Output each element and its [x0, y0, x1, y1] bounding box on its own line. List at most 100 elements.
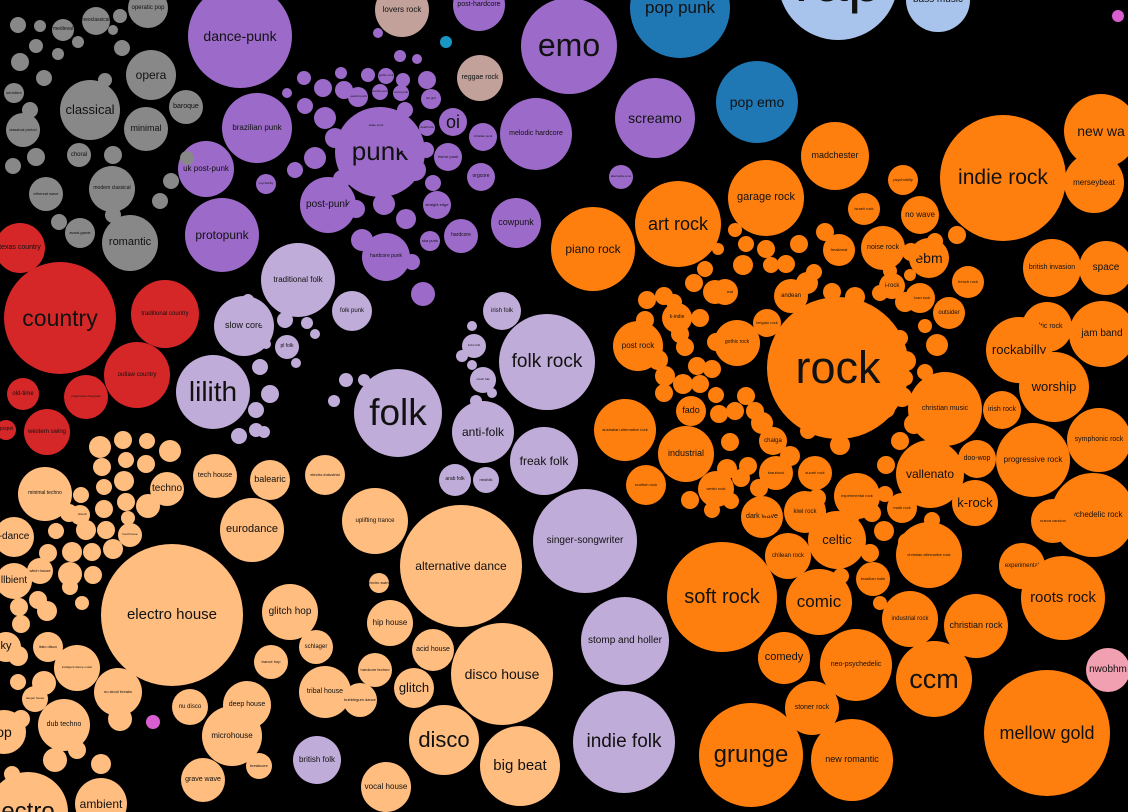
- genre-bubble-small[interactable]: [72, 36, 84, 48]
- genre-bubble-small[interactable]: [242, 294, 254, 306]
- genre-bubble-indie-folk[interactable]: indie folk: [573, 691, 675, 793]
- genre-bubble-rap[interactable]: rap: [778, 0, 898, 40]
- genre-bubble-small[interactable]: [114, 431, 132, 449]
- genre-bubble-small[interactable]: [712, 243, 724, 255]
- genre-bubble-small[interactable]: [412, 54, 422, 64]
- genre-bubble-small[interactable]: [750, 479, 768, 497]
- genre-bubble-small[interactable]: [816, 223, 834, 241]
- genre-bubble-small[interactable]: [73, 487, 89, 503]
- genre-bubble-small[interactable]: [62, 542, 82, 562]
- genre-bubble-scottish-rock[interactable]: scottish rock: [626, 465, 666, 505]
- genre-bubble-small[interactable]: [904, 414, 924, 434]
- genre-bubble-hip-house[interactable]: hip house: [367, 600, 413, 646]
- genre-bubble-small[interactable]: [113, 9, 127, 23]
- genre-bubble-disco[interactable]: disco: [409, 705, 479, 775]
- genre-bubble-small[interactable]: [723, 493, 739, 509]
- genre-bubble-lilith[interactable]: lilith: [176, 355, 250, 429]
- genre-bubble-small[interactable]: [863, 504, 881, 522]
- genre-bubble-suomi-rock[interactable]: suomi rock: [798, 456, 832, 490]
- genre-bubble-small[interactable]: [895, 292, 915, 312]
- genre-bubble-small[interactable]: [27, 148, 45, 166]
- genre-bubble-small[interactable]: [287, 162, 303, 178]
- genre-bubble-indie-rock[interactable]: indie rock: [940, 115, 1066, 241]
- genre-bubble-alternative-dance[interactable]: alternative dance: [400, 505, 522, 627]
- genre-bubble-tribal-house[interactable]: tribal house: [299, 666, 351, 718]
- genre-bubble-small[interactable]: [896, 351, 916, 371]
- genre-bubble-small[interactable]: [780, 446, 800, 466]
- genre-bubble-pop-emo[interactable]: pop emo: [716, 61, 798, 143]
- genre-bubble-k-rock[interactable]: k-rock: [952, 480, 998, 526]
- genre-bubble-small[interactable]: [738, 236, 754, 252]
- genre-bubble-deathrock[interactable]: deathrock: [419, 120, 435, 136]
- genre-bubble-progressive-bluegrass[interactable]: progressive bluegrass: [64, 375, 108, 419]
- genre-bubble-small[interactable]: [105, 207, 121, 223]
- genre-bubble-operatic-pop[interactable]: operatic pop: [128, 0, 168, 28]
- genre-bubble-disco-house[interactable]: disco house: [451, 623, 553, 725]
- genre-bubble-small[interactable]: [146, 715, 160, 729]
- genre-bubble-small[interactable]: [34, 20, 46, 32]
- genre-bubble-nu-disco[interactable]: nu disco: [172, 689, 208, 725]
- genre-bubble-small[interactable]: [710, 405, 728, 423]
- genre-bubble-singer-songwriter[interactable]: singer-songwriter: [533, 489, 637, 593]
- genre-bubble-small[interactable]: [671, 325, 689, 343]
- genre-bubble-small[interactable]: [282, 88, 292, 98]
- genre-bubble-small[interactable]: [301, 317, 313, 329]
- genre-bubble-small[interactable]: [808, 489, 826, 507]
- genre-bubble-small[interactable]: [760, 502, 774, 516]
- genre-bubble-small[interactable]: [418, 142, 434, 158]
- genre-bubble-small[interactable]: [347, 200, 365, 218]
- genre-bubble-small[interactable]: [830, 435, 850, 455]
- genre-bubble-small[interactable]: [180, 151, 194, 165]
- genre-bubble-small[interactable]: [22, 102, 38, 118]
- genre-bubble-symphonic-rock[interactable]: symphonic rock: [1067, 408, 1128, 472]
- genre-bubble-protopunk[interactable]: protopunk: [185, 198, 259, 272]
- genre-bubble-small[interactable]: [8, 646, 28, 666]
- genre-bubble-balearic[interactable]: balearic: [250, 460, 290, 500]
- genre-bubble-gothic-rock[interactable]: gothic rock: [378, 68, 394, 84]
- genre-bubble-skate-punk[interactable]: skate punk: [368, 118, 384, 134]
- genre-bubble-small[interactable]: [89, 436, 111, 458]
- genre-bubble-small[interactable]: [396, 135, 412, 151]
- genre-bubble-small[interactable]: [703, 360, 721, 378]
- genre-bubble-small[interactable]: [296, 296, 304, 304]
- genre-bubble-small[interactable]: [757, 240, 775, 258]
- genre-bubble-small[interactable]: [68, 741, 86, 759]
- genre-bubble-reggae-rock[interactable]: reggae rock: [457, 55, 503, 101]
- genre-bubble-pop-punk[interactable]: pop punk: [630, 0, 730, 58]
- genre-bubble-industrial-rock[interactable]: industrial rock: [882, 591, 938, 647]
- genre-bubble-small[interactable]: [48, 523, 64, 539]
- genre-bubble-small[interactable]: [777, 255, 795, 273]
- genre-bubble-soft-rock[interactable]: soft rock: [667, 542, 777, 652]
- genre-bubble-hardcore-techno[interactable]: hardcore techno: [358, 653, 392, 687]
- genre-bubble-traditional-folk[interactable]: traditional folk: [261, 243, 335, 317]
- genre-bubble-small[interactable]: [397, 102, 413, 118]
- genre-bubble-glitch[interactable]: glitch: [394, 668, 434, 708]
- genre-bubble-small[interactable]: [861, 544, 879, 562]
- genre-bubble-neofolk[interactable]: neofolk: [473, 467, 499, 493]
- genre-bubble-small[interactable]: [396, 73, 410, 87]
- genre-bubble-small[interactable]: [96, 479, 112, 495]
- genre-bubble-big-beat[interactable]: big beat: [480, 726, 560, 806]
- genre-bubble-small[interactable]: [335, 81, 353, 99]
- genre-bubble-small[interactable]: [877, 400, 895, 418]
- genre-bubble-small[interactable]: [335, 67, 347, 79]
- genre-bubble-small[interactable]: [291, 358, 301, 368]
- genre-bubble-merseybeat[interactable]: merseybeat: [1064, 153, 1124, 213]
- genre-bubble-hardcore[interactable]: hardcore: [444, 219, 478, 253]
- genre-bubble-riot-grrrl[interactable]: riot grrrl: [421, 89, 441, 109]
- genre-bubble-classical[interactable]: classical: [60, 80, 120, 140]
- genre-bubble-small[interactable]: [648, 350, 668, 370]
- genre-bubble-modern-classical[interactable]: modern classical: [89, 166, 135, 212]
- genre-bubble-small[interactable]: [467, 360, 477, 370]
- genre-bubble-small[interactable]: [60, 504, 78, 522]
- genre-bubble-small[interactable]: [231, 428, 247, 444]
- genre-bubble-electro-swing[interactable]: electro swing: [369, 573, 389, 593]
- genre-bubble-small[interactable]: [917, 364, 933, 380]
- genre-bubble-ethereal-wave[interactable]: ethereal wave: [29, 177, 63, 211]
- genre-bubble-british-invasion[interactable]: british invasion: [1023, 239, 1081, 297]
- genre-bubble-comedy[interactable]: comedy: [758, 632, 810, 684]
- genre-bubble-chilean-rock[interactable]: chilean rock: [765, 533, 811, 579]
- genre-bubble-anti-folk[interactable]: anti-folk: [452, 401, 514, 463]
- genre-bubble-electro-industrial[interactable]: electro-industrial: [305, 455, 345, 495]
- genre-bubble-romantic[interactable]: romantic: [102, 215, 158, 271]
